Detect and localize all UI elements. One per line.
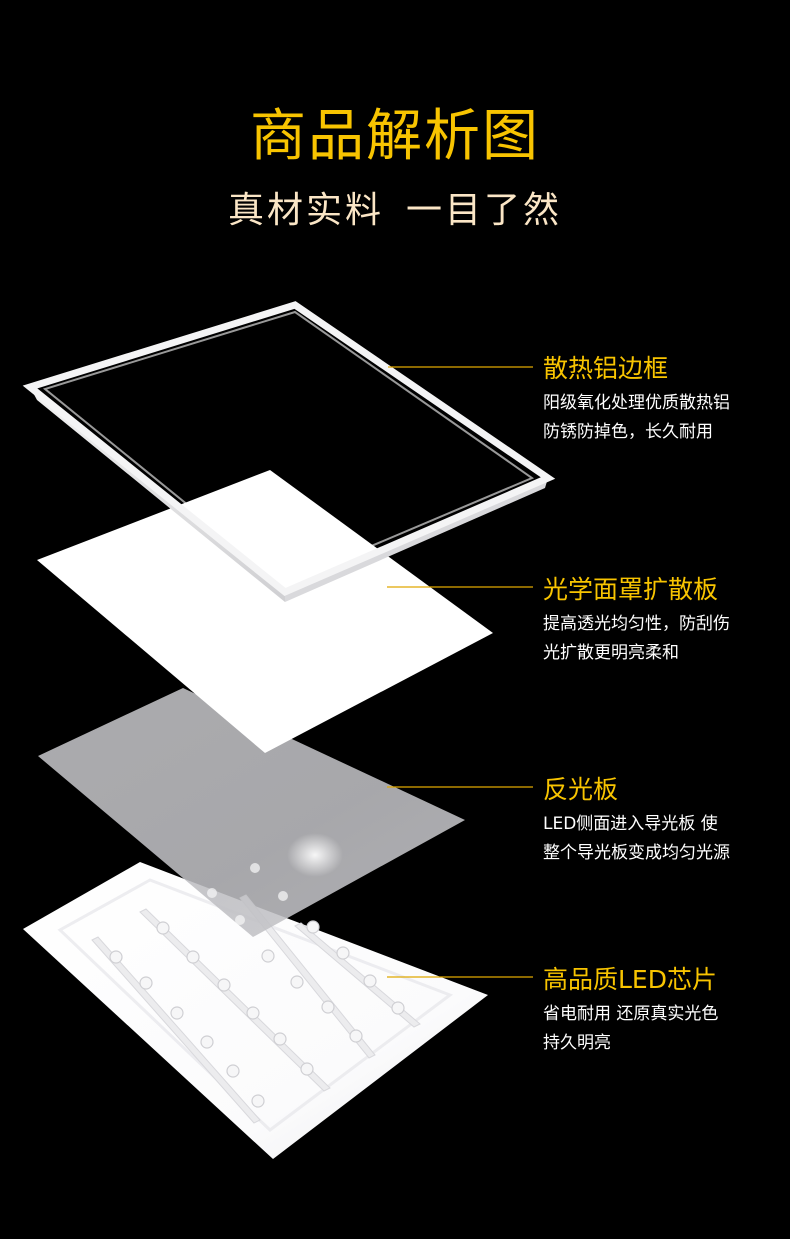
callout-desc-line-1: 阳级氧化处理优质散热铝 [543,393,730,413]
callout-desc-line-2: 整个导光板变成均匀光源 [543,843,730,863]
callout-desc-line-1: 省电耐用 还原真实光色 [543,1004,719,1024]
callout-title: 高品质LED芯片 [543,965,717,994]
led-chips [109,920,405,1108]
page-title: 商品解析图 [250,104,540,169]
callout-title: 散热铝边框 [543,354,669,383]
callout-title: 光学面罩扩散板 [543,575,719,604]
callout-desc-line-2: 持久明亮 [543,1033,611,1053]
callout-diffuser: 光学面罩扩散板 提高透光均匀性，防刮伤 光扩散更明亮柔和 [543,573,790,668]
led-plate-layer [23,862,488,1159]
callout-desc-line-2: 光扩散更明亮柔和 [543,643,679,663]
aluminum-frame-layer [22,301,556,602]
callout-led: 高品质LED芯片 省电耐用 还原真实光色 持久明亮 [543,963,790,1058]
page-subtitle: 真材实料一目了然 [0,186,790,236]
reflector-layer [38,688,465,937]
leader-lines [387,366,533,978]
callout-frame: 散热铝边框 阳级氧化处理优质散热铝 防锈防掉色，长久耐用 [543,352,790,447]
callout-desc-line-2: 防锈防掉色，长久耐用 [543,422,713,442]
subtitle-part-1: 真材实料 [227,190,384,231]
callout-reflector: 反光板 LED侧面进入导光板 使 整个导光板变成均匀光源 [543,773,790,868]
callout-title: 反光板 [543,775,619,804]
diffuser-layer [37,470,493,753]
callout-desc-line-1: 提高透光均匀性，防刮伤 [543,614,730,634]
callout-desc-line-1: LED侧面进入导光板 使 [543,814,718,834]
subtitle-part-2: 一目了然 [406,190,563,231]
